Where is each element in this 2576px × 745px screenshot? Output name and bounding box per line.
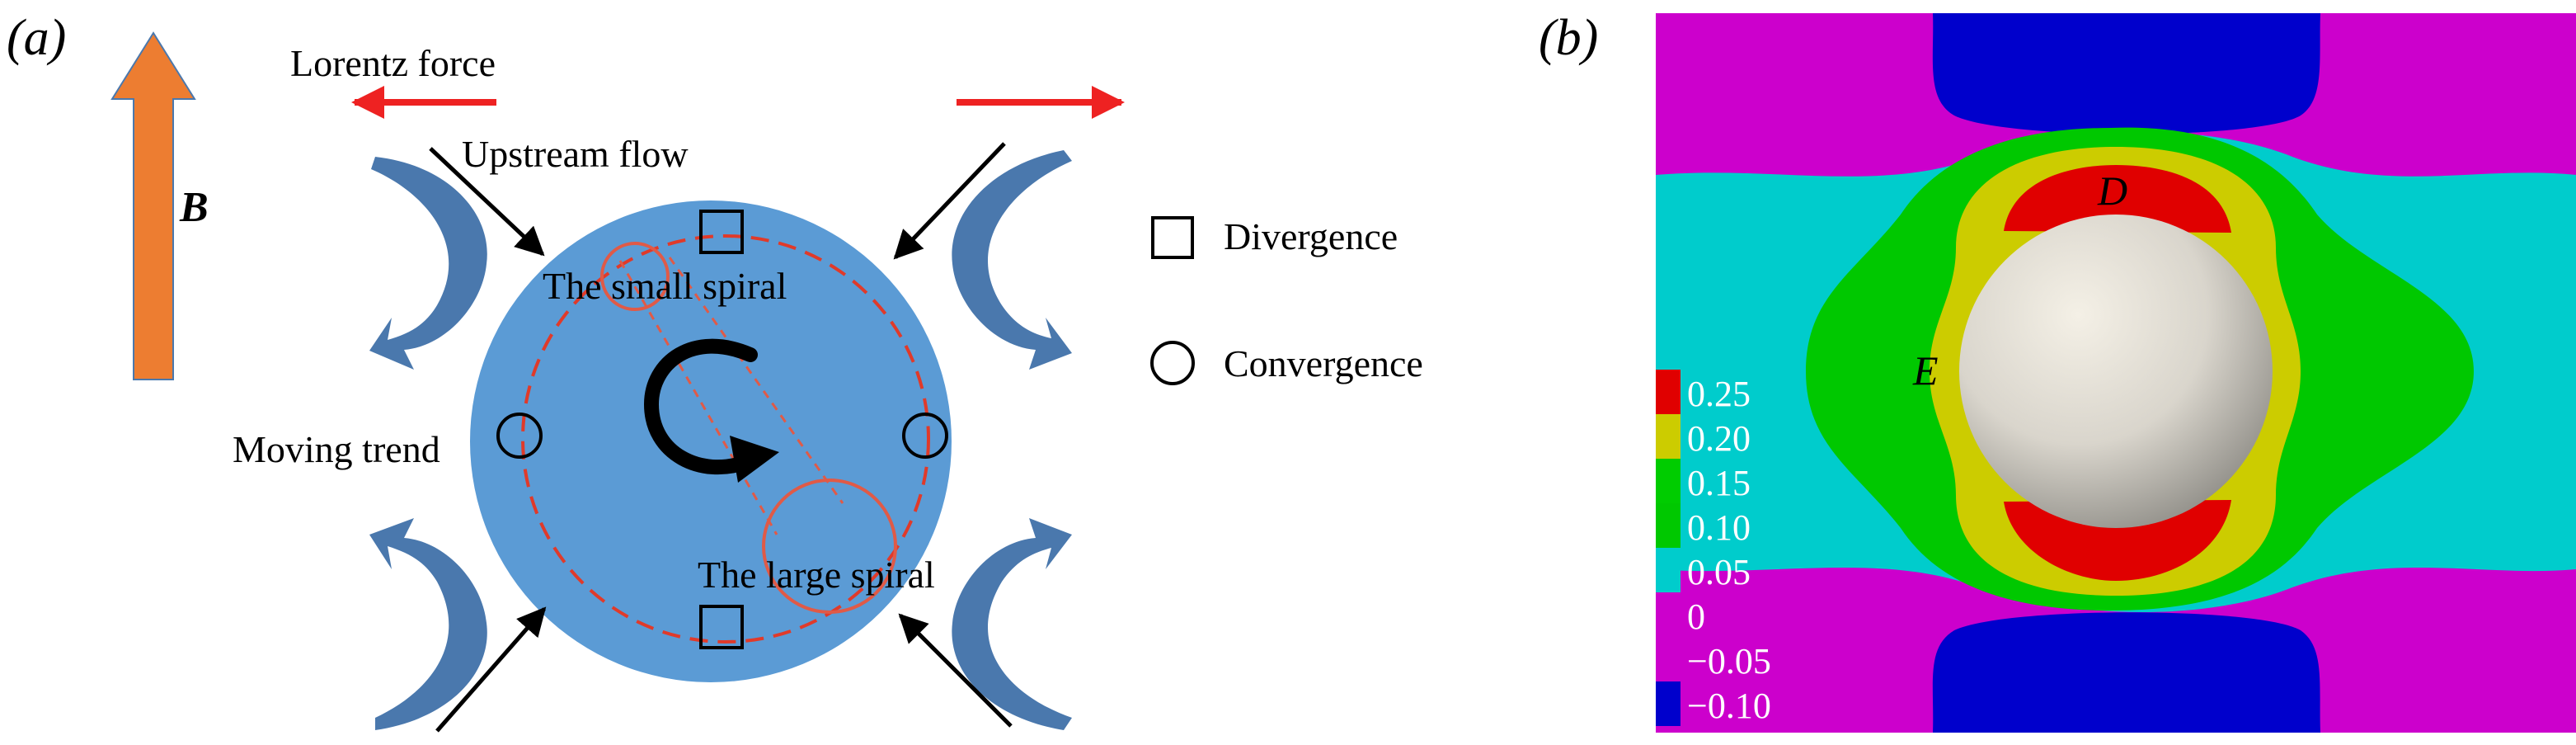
divergence-square-top [699, 210, 744, 254]
upstream-arrow-bottom-right [898, 613, 1013, 728]
magnetic-field-arrow [110, 31, 196, 380]
colorbar-swatch [1656, 459, 1681, 503]
colorbar: 0.250.200.150.100.050−0.05 −0.10 [1656, 370, 1771, 726]
swirl-arrow-top-left [369, 157, 487, 370]
rotation-arrow [643, 338, 779, 483]
moving-trend-label: Moving trend [233, 428, 440, 470]
convergence-circle-right [902, 413, 948, 459]
legend-divergence-square-icon [1151, 216, 1194, 259]
colorbar-tick-label: 0.25 [1687, 374, 1751, 414]
contour-region-blue-bottom [1932, 612, 2320, 733]
colorbar-tick-label: 0.05 [1687, 552, 1751, 592]
divergence-square-bottom [699, 605, 744, 649]
spiral-tube-edge-2 [668, 257, 844, 504]
upstream-flow-label: Upstream flow [462, 133, 689, 175]
colorbar-swatch [1656, 503, 1681, 548]
field-label: B [179, 184, 209, 231]
region-e-label: E [1912, 347, 1939, 394]
sphere [1959, 215, 2273, 528]
upstream-arrow-bottom-left [435, 606, 547, 733]
colorbar-swatch [1656, 637, 1681, 681]
colorbar-swatch [1656, 414, 1681, 459]
lorentz-force-label: Lorentz force [290, 42, 496, 84]
large-spiral-circle [762, 479, 897, 614]
colorbar-tick-label: 0 [1687, 596, 1705, 637]
upstream-arrow-top-right [893, 142, 1006, 260]
cylinder-cross-section [470, 200, 952, 682]
panel-a: (a) B Lorentz force [7, 10, 1423, 733]
legend-convergence-label: Convergence [1224, 342, 1423, 384]
panel-b-label: (b) [1539, 10, 1598, 66]
colorbar-tick-label: −0.10 [1687, 686, 1771, 726]
small-spiral-label: The small spiral [543, 265, 787, 307]
legend: Divergence Convergence [1150, 215, 1423, 385]
contour-region-red-top [2004, 165, 2231, 233]
upstream-arrow-top-left [429, 147, 545, 257]
convergence-circle-left [496, 413, 543, 459]
swirl-arrow-bottom-left [369, 518, 487, 730]
colorbar-tick-label: 0.10 [1687, 507, 1751, 548]
contour-plot [1656, 13, 2576, 733]
panel-b: (b) D E 0.250.200.150.100.050−0.05−0.1 [1539, 10, 2576, 733]
colorbar-swatch [1656, 548, 1681, 592]
colorbar-tick-label: 0.15 [1687, 463, 1751, 503]
legend-convergence-circle-icon [1150, 341, 1195, 385]
colorbar-tick-label: 0.20 [1687, 418, 1751, 459]
large-spiral-label: The large spiral [698, 554, 935, 596]
swirl-arrow-top-right [952, 150, 1072, 370]
colorbar-swatch [1656, 592, 1681, 637]
moving-trend-arrows [369, 150, 1072, 730]
colorbar-tick-label: −0.05 [1687, 641, 1771, 681]
contour-region-red-bottom [2004, 500, 2231, 581]
dashed-path-circle [521, 234, 930, 644]
colorbar-swatch [1656, 370, 1681, 414]
colorbar-swatch [1656, 681, 1681, 726]
legend-divergence-label: Divergence [1224, 215, 1398, 257]
contour-region-blue-top [1932, 13, 2320, 134]
small-spiral-circle [600, 242, 670, 311]
swirl-arrow-bottom-right [952, 518, 1072, 730]
region-d-label: D [2097, 167, 2127, 214]
panel-a-label: (a) [7, 10, 66, 66]
